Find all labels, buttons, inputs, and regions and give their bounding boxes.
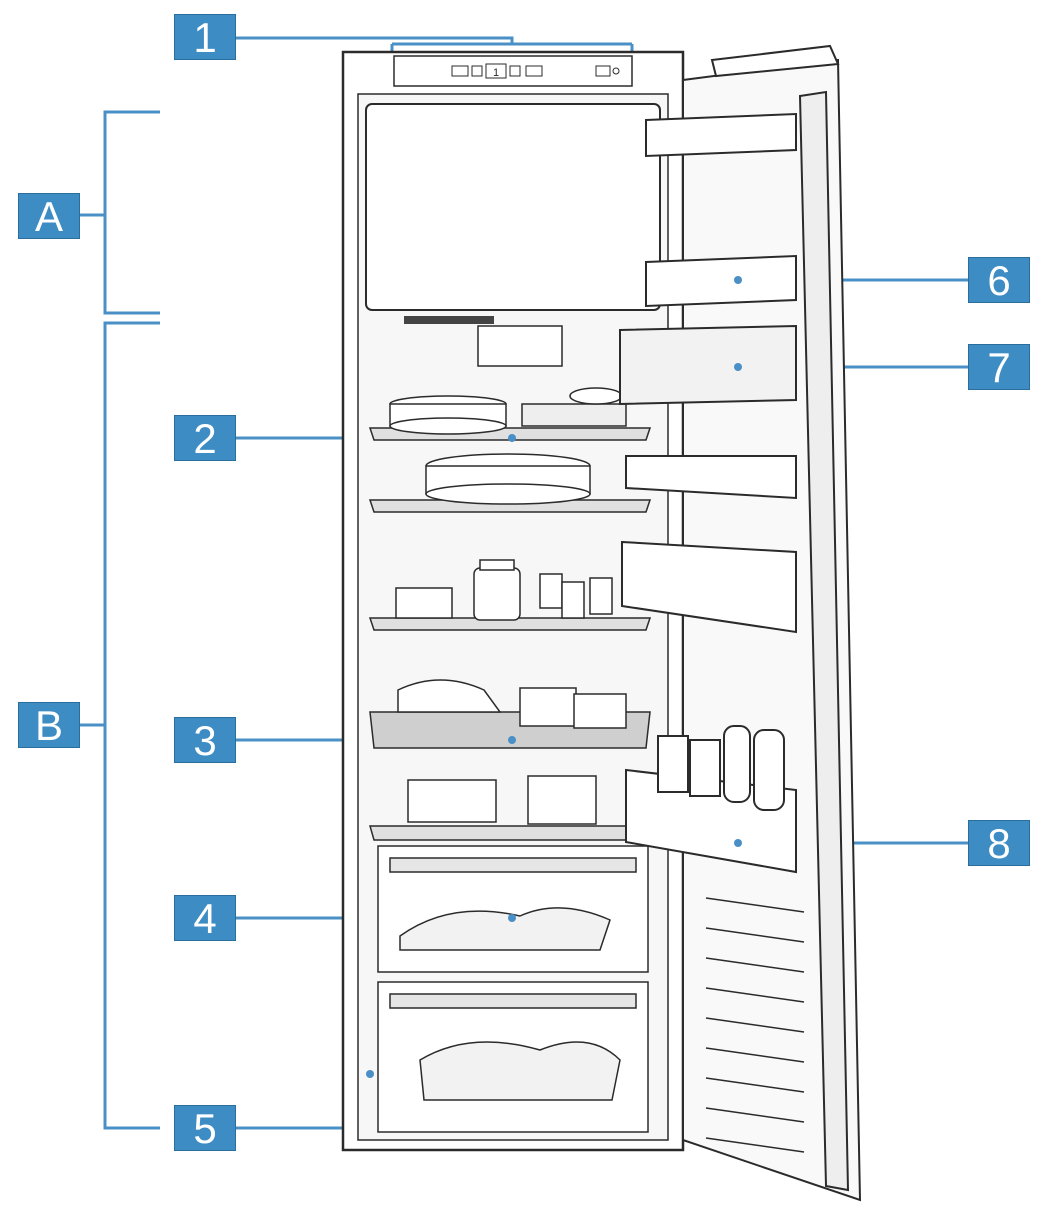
cake-cover	[425, 483, 591, 505]
bracket-b	[80, 321, 160, 1130]
drawer-handle	[389, 857, 637, 873]
door-vents	[705, 897, 805, 1153]
tray	[521, 403, 627, 427]
drawer-handle	[389, 993, 637, 1009]
package	[397, 679, 502, 713]
cup	[561, 581, 585, 619]
callout-3: 3	[174, 717, 236, 764]
container	[527, 775, 597, 825]
door-rack-jars	[621, 540, 797, 634]
carton	[657, 735, 689, 793]
callout-dots	[366, 276, 742, 1078]
callout-1: 1	[174, 14, 236, 61]
cup	[539, 573, 563, 609]
panel-display	[485, 63, 507, 79]
callout-8: 8	[968, 820, 1030, 867]
bottle	[723, 725, 751, 803]
panel-display-value: 1	[493, 67, 499, 79]
panel-button	[451, 65, 469, 77]
door-rack-eggs	[625, 455, 797, 500]
panel-icon	[612, 67, 620, 75]
panel-button	[525, 65, 543, 77]
callout-3-label: 3	[193, 717, 217, 764]
vegetables	[399, 907, 611, 951]
container	[573, 693, 627, 729]
dish	[389, 417, 507, 435]
callout-b: B	[18, 702, 80, 749]
callout-7-label: 7	[987, 344, 1011, 391]
callout-5: 5	[174, 1105, 236, 1152]
callout-4-label: 4	[193, 895, 217, 942]
callout-a-label: A	[34, 193, 63, 240]
shelf-5	[369, 825, 651, 841]
container	[519, 687, 577, 727]
freezer-compartment	[365, 103, 661, 311]
leader-1	[236, 36, 634, 58]
callout-6: 6	[968, 257, 1030, 304]
shelf-3	[368, 617, 652, 631]
door-rack-top	[645, 112, 797, 158]
callout-4: 4	[174, 895, 236, 942]
drawers	[377, 845, 649, 1133]
door-top	[710, 44, 840, 78]
callout-b-label: B	[34, 702, 63, 749]
food-items	[389, 387, 627, 825]
panel-button	[509, 65, 521, 77]
jar	[473, 567, 521, 621]
callout-6-label: 6	[987, 257, 1011, 304]
callout-5-label: 5	[193, 1105, 217, 1152]
bowl	[569, 387, 623, 405]
door-rack-7	[619, 324, 797, 406]
cup	[589, 577, 613, 615]
light-unit	[477, 325, 563, 367]
callout-a: A	[18, 193, 80, 240]
meat-packages	[419, 1041, 621, 1101]
container	[407, 779, 497, 823]
control-panel	[393, 55, 633, 87]
callout-2-label: 2	[193, 415, 217, 462]
callout-2: 2	[174, 415, 236, 462]
callout-1-label: 1	[193, 14, 217, 61]
door	[619, 44, 862, 1202]
carton	[689, 739, 721, 797]
bracket-a	[80, 110, 160, 315]
freezer-handle	[404, 316, 494, 324]
container	[395, 587, 453, 619]
door-rack-6	[645, 254, 797, 308]
panel-icon	[595, 65, 611, 77]
panel-button	[471, 65, 483, 77]
callout-7: 7	[968, 344, 1030, 391]
door-edge	[798, 90, 850, 1192]
callout-8-label: 8	[987, 820, 1011, 867]
bottle	[753, 729, 785, 811]
jar-lid	[479, 559, 515, 571]
